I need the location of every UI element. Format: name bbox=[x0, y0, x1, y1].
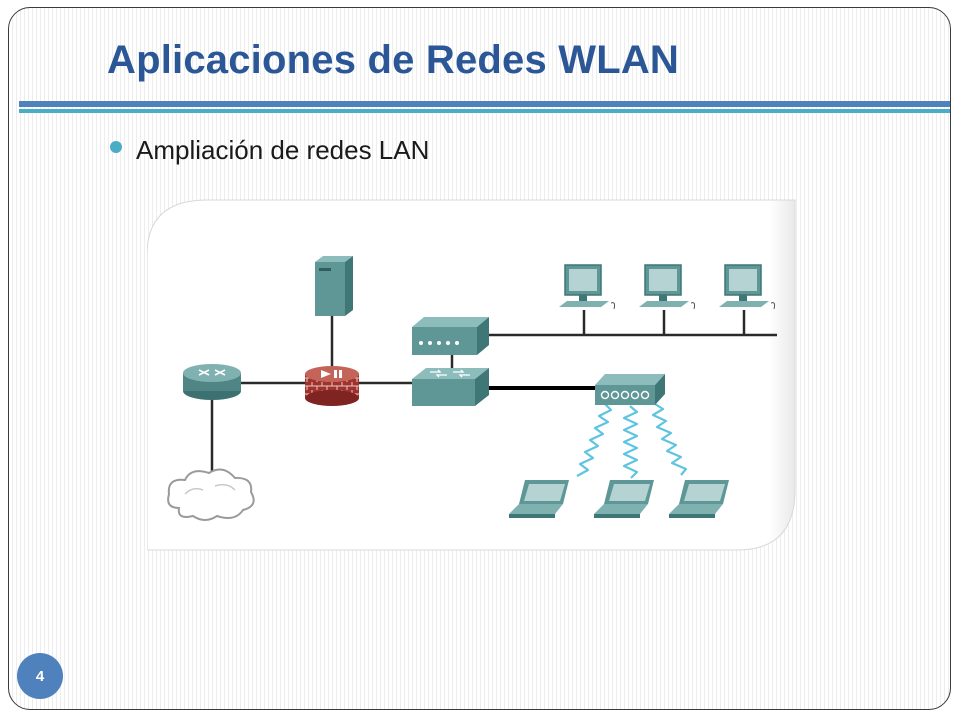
bullet-text: Ampliación de redes LAN bbox=[136, 135, 430, 165]
wireless-link-laptop-3 bbox=[651, 403, 688, 476]
wireless-link-laptop-1 bbox=[576, 403, 613, 477]
slide-frame: Aplicaciones de Redes WLAN Ampliación de… bbox=[8, 7, 951, 710]
desktop-pc-icon bbox=[719, 264, 776, 310]
server-icon bbox=[315, 256, 353, 316]
slide-title: Aplicaciones de Redes WLAN bbox=[107, 38, 679, 82]
title-rule-secondary bbox=[19, 109, 950, 113]
desktop-pc-icon bbox=[639, 264, 696, 310]
router-icon bbox=[183, 364, 241, 400]
network-diagram bbox=[147, 199, 796, 551]
switch-icon bbox=[412, 368, 489, 406]
hub-icon bbox=[412, 317, 489, 355]
laptop-icon bbox=[669, 480, 729, 518]
firewall-icon bbox=[305, 366, 359, 406]
laptop-icon bbox=[509, 480, 569, 518]
cloud-icon bbox=[167, 468, 255, 521]
desktop-pc-icon bbox=[559, 264, 616, 310]
wireless-link-laptop-2 bbox=[622, 405, 639, 479]
slide-number-badge: 4 bbox=[17, 653, 63, 699]
wireless-links bbox=[576, 403, 688, 479]
laptop-icon bbox=[594, 480, 654, 518]
wireless-access-point-icon bbox=[595, 374, 665, 405]
wired-links bbox=[210, 310, 777, 475]
bullet-marker bbox=[110, 141, 122, 153]
title-rule-primary bbox=[19, 101, 950, 107]
